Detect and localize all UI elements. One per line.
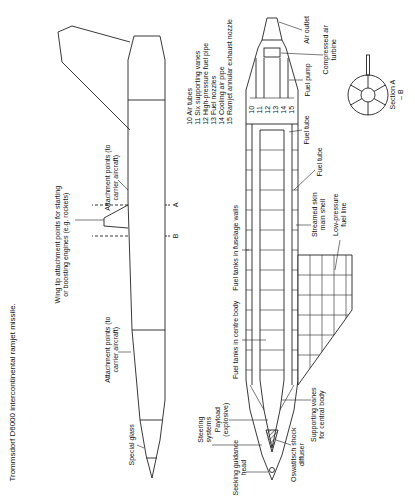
tank-rib [260,250,284,251]
tank-rib [260,190,284,191]
part-label: Air outlet [303,10,311,50]
section-mark: A [172,200,180,210]
tank-rib [246,330,252,331]
tank-rib [292,350,298,351]
tank-rib [246,370,252,371]
callout-number: 14 [280,103,288,117]
tank-rib [246,190,252,191]
part-label: Attachment points (to carrier aircraft) [104,143,119,213]
tank-rib [246,290,252,291]
tank-rib [260,170,284,171]
tank-rib [260,290,284,291]
tank-rib [260,270,284,271]
tank-rib [246,230,252,231]
tank-rib [292,370,298,371]
part-label: Fuel tube [316,144,324,180]
tank-rib [292,250,298,251]
part-label: Fuel tanks in fuselage walls [232,193,240,303]
tank-rib [292,190,298,191]
tank-rib [246,170,252,171]
section-mark: B [172,231,180,241]
tank-rib [292,310,298,311]
tank-rib [292,290,298,291]
section-label: Section A – B [389,80,404,110]
part-label: Seeking guidance head [232,437,247,499]
part-label: Special glass [128,415,136,475]
key-entry: 15 Ramjet annular exhaust nozzle [226,15,234,125]
key-entry: 11 Six supporting vanes [194,15,202,125]
callout-number: 13 [272,103,280,117]
part-label: Fuel tanks in centre body [232,290,240,390]
tank-rib [260,310,284,311]
tank-rib [292,330,298,331]
part-label: Fuel pump [304,62,312,98]
tank-rib [292,210,298,211]
tank-rib [246,270,252,271]
tank-rib [260,210,284,211]
key-entry: 14 Cooling air pipe [218,15,226,125]
tank-rib [260,370,284,371]
tank-rib [292,230,298,231]
part-label: Steering systems [197,412,212,448]
callout-number: 10 [248,103,256,117]
part-label: Supporting vanes for central body [310,384,325,446]
tank-rib [246,150,252,151]
tank-rib [292,170,298,171]
tank-rib [246,210,252,211]
part-label: Attachment points (to carrier aircraft) [104,315,119,385]
tank-rib [260,330,284,331]
tank-rib [260,150,284,151]
callout-number: 15 [288,103,296,117]
part-label: Payload (explosive) [214,398,229,442]
part-label: Compressed air turbine [322,24,337,76]
tank-rib [246,310,252,311]
tank-rib [292,270,298,271]
tank-rib [260,230,284,231]
figure-caption: Trommsdorf D6000 intercontinental ramjet… [9,302,18,482]
key-entry: 12 High-pressure fuel pipe [202,15,210,125]
callout-number: 11 [256,103,264,117]
key-entry: 10 Air tubes [186,15,194,125]
part-label: Oswatitsch shock diffuser [290,424,305,486]
part-label: Fuel tube [303,112,311,148]
callout-number: 12 [264,103,272,117]
part-label: Wing tip attachment points for starting … [54,185,69,305]
key-entry: 13 Fuel nozzles [210,15,218,125]
part-label: Streamed skin main shell [310,188,325,243]
part-label: Low-pressure fuel line [332,190,347,240]
tank-rib [292,150,298,151]
tank-rib [260,350,284,351]
tank-rib [246,350,252,351]
